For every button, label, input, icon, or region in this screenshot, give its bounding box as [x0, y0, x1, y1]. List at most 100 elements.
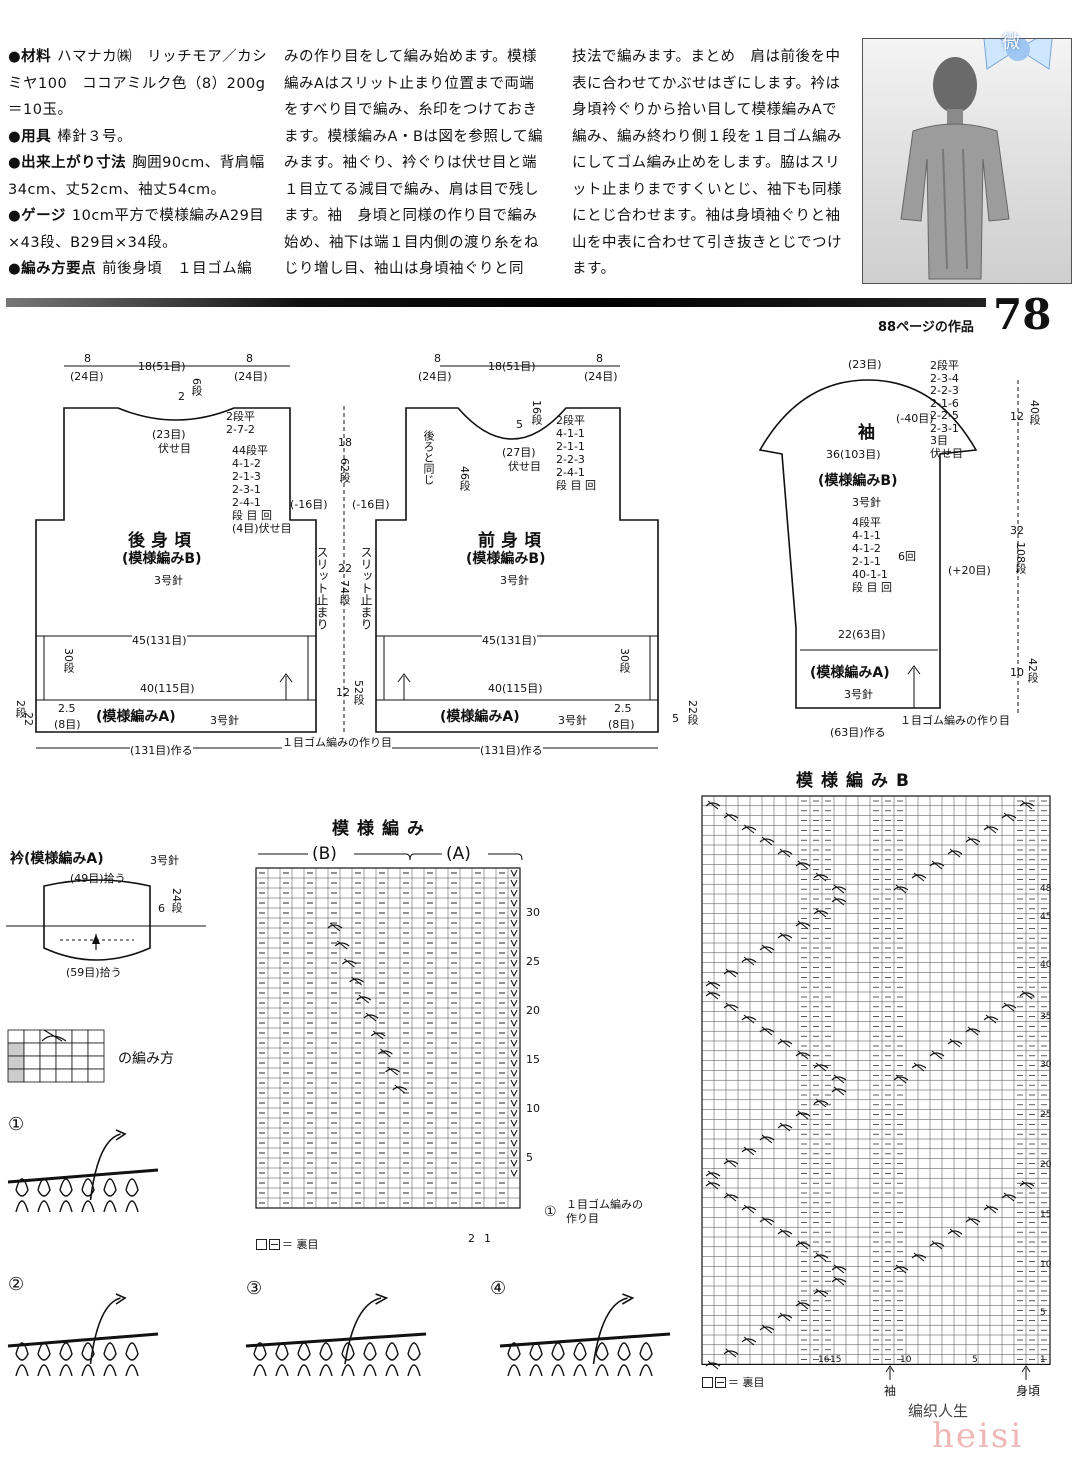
cable-cross-mark: [813, 1252, 829, 1262]
stitch-loop: [37, 1364, 51, 1377]
chart-b-row-label: 30: [1040, 1060, 1052, 1070]
knitting-needle: [499, 1332, 671, 1348]
chart-a-grid: [255, 867, 521, 1209]
model-photo: [862, 38, 1072, 284]
shaping-step: 2-3-1: [930, 421, 959, 435]
stitch-loop: [103, 1364, 117, 1377]
howto-label: の編み方: [118, 1051, 174, 1067]
mini-chart-cell: [7, 1042, 25, 1057]
material-entry: ●編み方要点前後身頃 １目ゴム編: [8, 256, 270, 283]
stitch-loop: [15, 1364, 29, 1377]
arrow-icon: [115, 1293, 127, 1305]
cable-cross-mark: [741, 1014, 757, 1024]
front-neck-depth: 5: [516, 418, 523, 431]
back-slit-stop-label: スリット止まり: [315, 546, 329, 630]
chart-b-row-label: 15: [1040, 1210, 1052, 1220]
slip-stitch-mark: [510, 869, 518, 878]
material-key: ●編み方要点: [8, 261, 97, 277]
stitch-loop: [297, 1364, 311, 1377]
cable-cross-mark: [893, 884, 909, 894]
stitch-loop: [103, 1200, 117, 1213]
sleeve-pattern: (模様編みB): [818, 473, 898, 489]
chart-b-row-label: 35: [1040, 1012, 1052, 1022]
chart-a-section-a: (A): [446, 844, 471, 864]
cable-cross-mark: [759, 836, 775, 846]
ribbon-bow-icon: [983, 39, 1053, 70]
cable-cross-mark: [983, 1014, 999, 1024]
shaping-step: 2-3-1: [232, 483, 261, 496]
cable-cross-mark: [911, 1062, 927, 1072]
material-value: 棒針３号。: [57, 128, 133, 145]
sleeve-needle: 3号針: [852, 496, 881, 509]
stitch-loop: [363, 1342, 377, 1361]
center-h12-rows: 52段: [352, 680, 365, 705]
chart-a-row-1-marker: ①: [544, 1204, 557, 1220]
stitch-loop: [59, 1178, 73, 1197]
back-slit-width: 2.5: [58, 702, 76, 715]
shaping-step: 段 目 回: [556, 479, 596, 492]
chart-b-row-label: 45: [1040, 912, 1052, 922]
chart-b-row-label: 40: [1040, 960, 1052, 970]
cable-cross-mark: [983, 824, 999, 834]
credit-label: 编织人生: [908, 1402, 969, 1420]
center-h18-rows: 62段: [338, 458, 351, 483]
front-pattern: (模様編みB): [466, 551, 546, 567]
shaping-step: 40-1-1: [852, 568, 888, 581]
chart-a-cast-label: １目ゴム編みの作り目: [566, 1198, 643, 1225]
chart-a-row-label: 10: [526, 1102, 540, 1115]
mini-chart-cell: [71, 1029, 89, 1044]
shaping-step: 4-1-2: [852, 542, 881, 555]
back-top-dim-right: 8: [246, 352, 253, 365]
slip-stitch-mark: [510, 1129, 518, 1138]
chart-b-sleeve-label: 袖: [884, 1384, 897, 1398]
slip-stitch-mark: [510, 1159, 518, 1168]
page-number: 78: [993, 290, 1052, 339]
cable-cross-mark: [41, 1029, 67, 1042]
cable-cross-mark: [723, 968, 739, 978]
stitch-loop: [573, 1342, 587, 1361]
back-rib-needle: 3号針: [210, 714, 239, 727]
chart-a-row-label: 30: [526, 906, 540, 919]
shaping-step: 2-4-1: [556, 466, 585, 479]
sleeve-body-rows: 108段: [1014, 542, 1027, 574]
knitting-needle: [7, 1168, 159, 1184]
cable-cross-mark: [831, 1276, 847, 1286]
knit-illustration-step-2: [7, 1293, 159, 1377]
chart-b-row-label: 20: [1040, 1160, 1052, 1170]
shaping-step: 2段平: [556, 414, 585, 427]
shaping-step: 4段平: [852, 516, 881, 529]
sleeve-width-36: 36(103目): [826, 446, 881, 462]
back-width-40: 40(115目): [140, 680, 195, 696]
back-hem-height: 22: [22, 712, 35, 726]
slip-stitch-mark: [510, 1099, 518, 1108]
slip-stitch-mark: [510, 1009, 518, 1018]
cable-cross-mark: [795, 860, 811, 870]
shaping-step: 4-1-1: [852, 529, 881, 542]
slip-stitch-mark: [510, 1139, 518, 1148]
stitch-loop: [297, 1342, 311, 1361]
mini-chart-cell: [7, 1029, 25, 1044]
cable-cross-mark: [813, 1288, 829, 1298]
page-reference: 88ページの作品: [878, 320, 974, 335]
sleeve-outline: [758, 379, 978, 709]
chart-b-col-label: 15: [830, 1355, 842, 1365]
cable-cross-mark: [392, 1084, 408, 1094]
cable-cross-mark: [759, 1026, 775, 1036]
sleeve-rib-needle: 3号針: [844, 688, 873, 701]
stitch-loop: [551, 1342, 565, 1361]
cable-cross-mark: [349, 976, 364, 986]
knitting-needle: [245, 1332, 427, 1348]
shaping-step: 2-3-4: [930, 371, 959, 385]
stitch-loop: [385, 1342, 399, 1361]
slip-stitch-mark: [510, 939, 518, 948]
sleeve-inc-times: 6回: [898, 550, 916, 563]
cable-cross-mark: [1019, 1180, 1035, 1190]
cable-cross-mark: [1019, 800, 1035, 810]
shaping-step: 4-1-1: [556, 427, 585, 440]
cable-cross-mark: [741, 956, 757, 966]
front-rib-needle: 3号針: [558, 714, 587, 727]
chart-a-col-2: 2: [468, 1232, 475, 1245]
front-slit-rows: 30段: [618, 648, 631, 673]
material-value: 10cm平方で模様編みA29目×43段、B29目×34段。: [8, 208, 265, 251]
sleeve-inc-count: (+20目): [948, 564, 991, 577]
